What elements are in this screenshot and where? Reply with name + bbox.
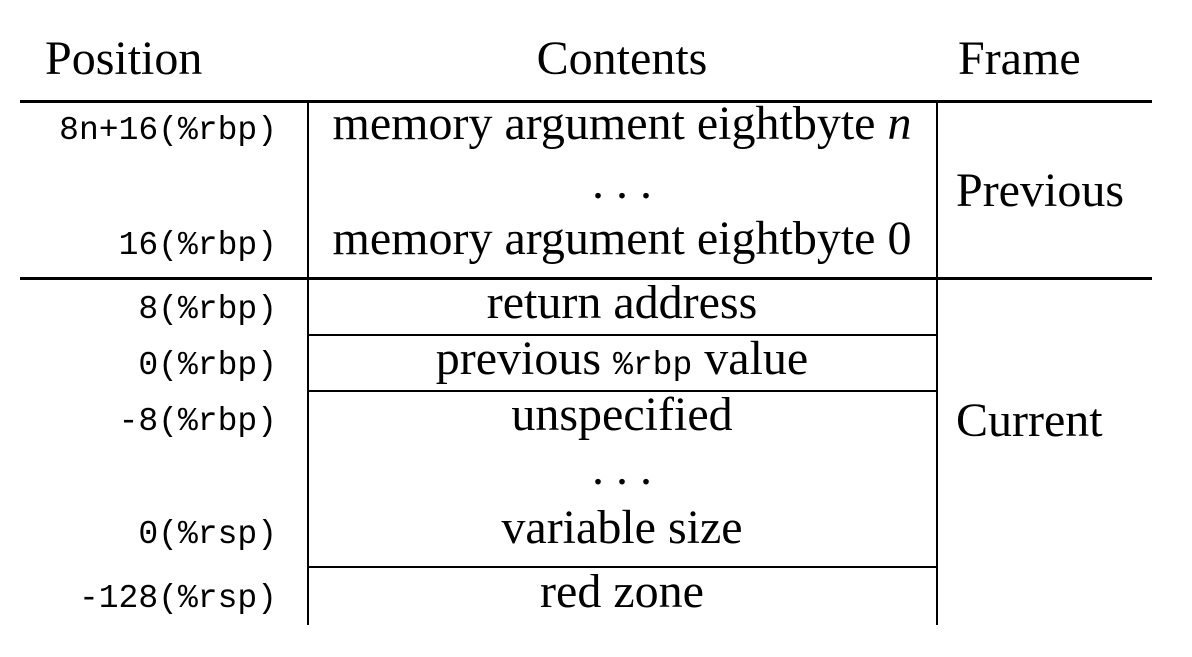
contents-cell: previous %rbp value <box>308 335 936 383</box>
table-row: 16(%rbp) memory argument eightbyte 0 <box>20 215 1170 263</box>
header-rule <box>20 100 1152 103</box>
table-row: . . . <box>20 445 1170 493</box>
contents-segment: return address <box>486 276 758 329</box>
contents-cell: unspecified <box>308 391 936 439</box>
table-row: 8(%rbp) return address <box>20 279 1170 327</box>
contents-segment: . . . <box>592 442 652 495</box>
contents-segment: value <box>692 332 809 385</box>
position-cell: -128(%rsp) <box>78 580 277 617</box>
position-cell: 16(%rbp) <box>118 227 277 264</box>
frame-label-previous: Previous <box>956 164 1124 217</box>
contents-segment: previous <box>435 332 614 385</box>
contents-segment: %rbp <box>613 347 693 384</box>
contents-segment: red zone <box>540 565 704 618</box>
position-cell: 8(%rbp) <box>138 291 277 328</box>
contents-cell: red zone <box>308 568 936 616</box>
column-header-position: Position <box>45 32 203 85</box>
contents-frame-separator <box>936 100 938 625</box>
position-contents-separator <box>307 100 309 625</box>
contents-segment: . . . <box>592 156 652 209</box>
row-rule-below-variable-size <box>309 566 936 568</box>
contents-cell: variable size <box>308 504 936 552</box>
position-cell: 8n+16(%rbp) <box>59 112 277 149</box>
table-row: -128(%rsp) red zone <box>20 568 1170 616</box>
contents-cell: . . . <box>308 159 936 207</box>
position-cell: 0(%rsp) <box>138 516 277 553</box>
position-cell: -8(%rbp) <box>118 403 277 440</box>
table-row: -8(%rbp) unspecified <box>20 391 1170 439</box>
table-row: 0(%rsp) variable size <box>20 504 1170 552</box>
frame-divider-rule <box>20 277 1152 280</box>
contents-cell: memory argument eightbyte 0 <box>308 215 936 263</box>
contents-cell: memory argument eightbyte n <box>308 100 936 148</box>
contents-segment: n <box>887 97 912 150</box>
frame-label-current: Current <box>956 394 1103 447</box>
table-row: 0(%rbp) previous %rbp value <box>20 335 1170 383</box>
column-header-contents: Contents <box>536 32 708 85</box>
contents-cell: return address <box>308 279 936 327</box>
contents-segment: unspecified <box>511 388 733 441</box>
contents-segment: memory argument eightbyte <box>332 97 888 150</box>
column-header-frame: Frame <box>958 32 1081 85</box>
contents-segment: memory argument eightbyte 0 <box>332 212 912 265</box>
position-cell: 0(%rbp) <box>138 347 277 384</box>
row-rule-below-previous-rbp <box>309 390 936 392</box>
row-rule-below-return-address <box>309 334 936 336</box>
contents-cell: . . . <box>308 445 936 493</box>
table-row: 8n+16(%rbp) memory argument eightbyte n <box>20 100 1170 148</box>
contents-segment: variable size <box>501 501 743 554</box>
table-row: . . . <box>20 159 1170 207</box>
